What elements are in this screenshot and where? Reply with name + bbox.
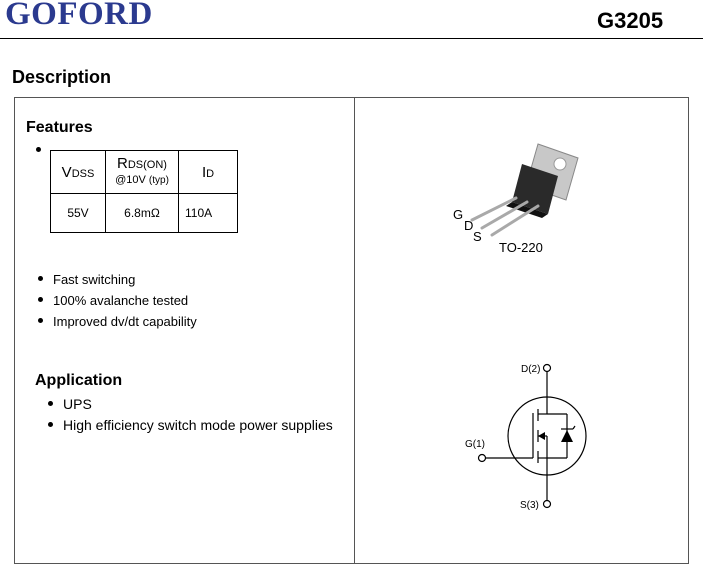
- vdss-symbol: V: [61, 163, 72, 181]
- drain-label: D(2): [521, 364, 540, 375]
- description-box: [14, 97, 689, 564]
- list-item: 100% avalanche tested: [36, 290, 197, 311]
- to220-package-image: G D S TO-220: [453, 143, 579, 255]
- bullet-icon: [36, 147, 41, 152]
- application-smps: High efficiency switch mode power suppli…: [63, 417, 333, 433]
- rds-condition-note: (typ): [148, 175, 169, 186]
- feature-avalanche: 100% avalanche tested: [53, 293, 189, 308]
- bullet-icon: [38, 276, 43, 281]
- bullet-icon: [48, 422, 53, 427]
- list-item: Fast switching: [36, 269, 197, 290]
- features-list: Fast switching 100% avalanche tested Imp…: [36, 269, 197, 332]
- id-value: 110A: [178, 193, 238, 233]
- mosfet-symbol: D(2) G(1) S(3): [465, 363, 587, 511]
- list-item: Improved dv/dt capability: [36, 311, 197, 332]
- gate-terminal: [477, 453, 487, 463]
- rds-symbol: R: [117, 155, 128, 172]
- vdss-value: 55V: [50, 193, 106, 233]
- package-name: TO-220: [499, 240, 543, 255]
- package-body: [506, 164, 558, 218]
- part-number: G3205: [597, 8, 664, 33]
- spec-table: VDSS RDS(ON) @10V (typ) ID 55V 6.8mΩ 110…: [50, 150, 238, 233]
- gate-label: G(1): [465, 439, 485, 450]
- application-ups: UPS: [63, 396, 92, 412]
- id-symbol: I: [201, 163, 207, 181]
- application-list: UPS High efficiency switch mode power su…: [46, 394, 333, 436]
- source-label: S(3): [520, 500, 539, 511]
- rds-value: 6.8mΩ: [105, 193, 179, 233]
- spec-table-header-row: VDSS RDS(ON) @10V (typ) ID: [50, 150, 238, 194]
- pin-s-label: S: [473, 229, 482, 244]
- id-subscript: D: [206, 167, 215, 180]
- rds-header: RDS(ON) @10V (typ): [105, 150, 179, 194]
- features-heading: Features: [26, 119, 93, 136]
- bullet-icon: [48, 401, 53, 406]
- list-item: UPS: [46, 394, 333, 415]
- id-header: ID: [178, 150, 238, 194]
- vdss-header: VDSS: [50, 150, 106, 194]
- bullet-icon: [38, 297, 43, 302]
- package-leads: [470, 196, 540, 237]
- rds-subscript: DS(ON): [127, 159, 167, 171]
- bullet-icon: [38, 318, 43, 323]
- drain-terminal: [542, 363, 552, 373]
- feature-dvdt: Improved dv/dt capability: [53, 314, 197, 329]
- list-item: High efficiency switch mode power suppli…: [46, 415, 333, 436]
- pin-d-label: D: [464, 218, 473, 233]
- channel-arrow-icon: [538, 432, 545, 440]
- pin-g-label: G: [453, 207, 463, 222]
- column-divider: [354, 97, 355, 564]
- vdss-subscript: DSS: [71, 167, 95, 180]
- description-heading: Description: [12, 67, 112, 87]
- source-terminal: [542, 499, 552, 509]
- feature-fast-switching: Fast switching: [53, 272, 136, 287]
- goford-logo: GOFORD: [5, 0, 153, 32]
- body-diode-icon: [561, 430, 573, 442]
- spec-table-value-row: 55V 6.8mΩ 110A: [50, 193, 238, 233]
- rds-condition: @10V: [115, 174, 146, 186]
- application-heading: Application: [35, 372, 123, 389]
- header-rule: [0, 38, 703, 39]
